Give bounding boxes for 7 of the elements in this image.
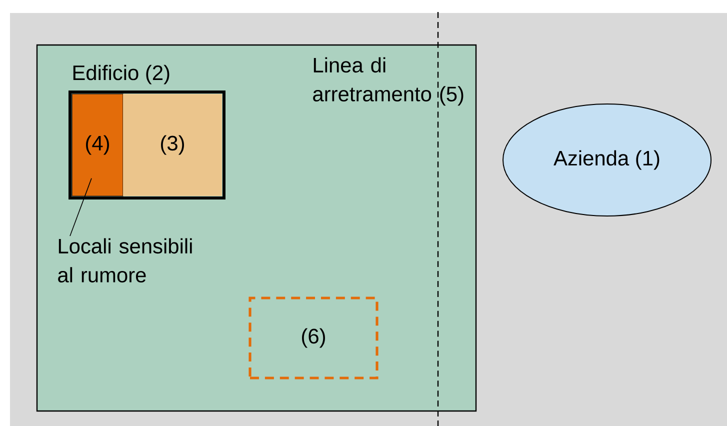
node-label: Edificio (2) (73, 64, 170, 84)
annotation-text: Locali sensibili al rumore (58, 238, 192, 282)
line-label: Linea di arretramento (5) (313, 57, 464, 106)
area-box: (6) (248, 296, 378, 380)
room-box: (3) (123, 94, 222, 196)
leader-line (70, 178, 92, 236)
room-box: (4) (72, 94, 124, 196)
